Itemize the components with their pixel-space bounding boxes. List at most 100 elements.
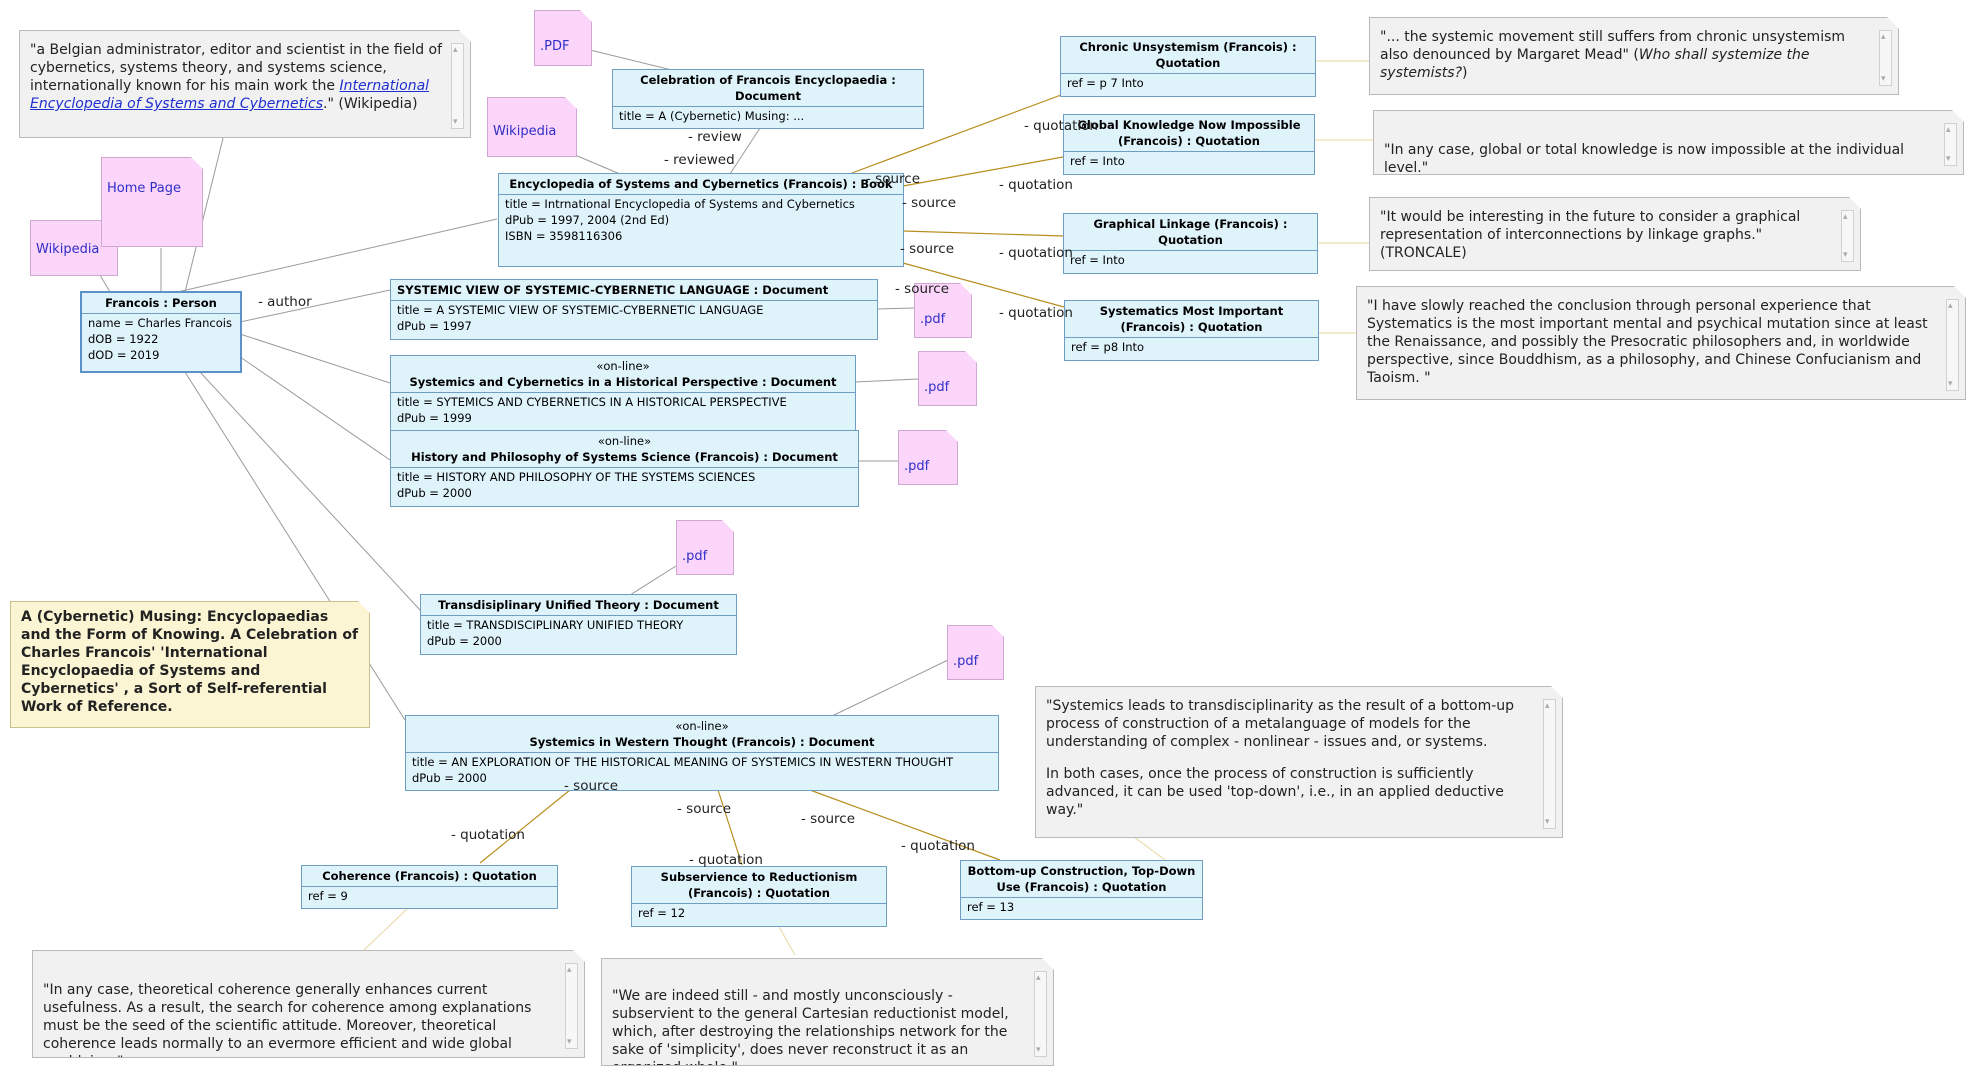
pdf-link-transdisc[interactable]: .pdf (676, 520, 734, 575)
edge-label-reviewed: - reviewed (664, 152, 735, 168)
class-title: Celebration of Francois Encyclopaedia : … (613, 70, 923, 107)
class-title: Transdisiplinary Unified Theory : Docume… (421, 595, 736, 616)
attribute: ref = 9 (308, 889, 348, 903)
edge-western-coherence (479, 789, 571, 864)
edge-person-history-philo (229, 349, 391, 461)
quotation-chronic[interactable]: Chronic Unsystemism (Francois) : Quotati… (1060, 36, 1316, 97)
global-note: "In any case, global or total knowledge … (1373, 110, 1964, 175)
attribute: title = Intrnational Encyclopedia of Sys… (505, 197, 855, 211)
quotation-graphical[interactable]: Graphical Linkage (Francois) : Quotation… (1063, 213, 1318, 274)
note-scrollbar[interactable] (1034, 971, 1047, 1057)
edge-pdf-western (829, 659, 949, 718)
edge-pdf-celebration (589, 49, 681, 73)
subservience-note-text: "We are indeed still - and mostly uncons… (612, 988, 1009, 1058)
edge-label-quotation: - quotation (689, 852, 763, 868)
pdf-link-label: .pdf (924, 380, 950, 395)
edge-label-source: - source (895, 281, 949, 297)
subservience-note: "We are indeed still - and mostly uncons… (601, 958, 1054, 1066)
attribute: dPub = 1997, 2004 (2nd Ed) (505, 213, 670, 227)
edge-label-source: - source (564, 778, 618, 794)
attribute: title = AN EXPLORATION OF THE HISTORICAL… (412, 755, 954, 769)
edge-label-quotation: - quotation (999, 245, 1073, 261)
class-attributes: title = HISTORY AND PHILOSOPHY OF THE SY… (391, 468, 858, 503)
coherence-note: "In any case, theoretical coherence gene… (32, 950, 585, 1058)
quotation-global[interactable]: Global Knowledge Now Impossible (Francoi… (1063, 114, 1315, 175)
global-note-text: "In any case, global or total knowledge … (1384, 142, 1905, 175)
historical-perspective-document[interactable]: «on-line» Systemics and Cybernetics in a … (390, 355, 856, 431)
wikipedia-link-label: Wikipedia (36, 242, 100, 257)
encyclopedia-link[interactable]: International Encyclopedia of Systems an… (30, 78, 430, 112)
quotation-systematics[interactable]: Systematics Most Important (Francois) : … (1064, 300, 1319, 361)
attribute: title = TRANSDISCIPLINARY UNIFIED THEORY (427, 618, 684, 632)
pdf-link-celebration[interactable]: .PDF (534, 10, 592, 66)
note-scrollbar[interactable] (1879, 30, 1892, 86)
note-scrollbar[interactable] (1841, 210, 1854, 262)
class-attributes: ref = 12 (632, 904, 886, 923)
edge-western-bottomup (809, 789, 1001, 861)
edge-label-quotation: - quotation (451, 827, 525, 843)
note-scrollbar[interactable] (1944, 123, 1957, 166)
class-title: Systemics and Cybernetics in a Historica… (409, 375, 837, 389)
class-attributes: ref = p8 Into (1065, 338, 1318, 357)
edge-book-graphical (902, 230, 1064, 237)
note-scrollbar[interactable] (451, 43, 464, 129)
systemic-view-document[interactable]: SYSTEMIC VIEW OF SYSTEMIC-CYBERNETIC LAN… (390, 279, 878, 340)
quotation-subservience[interactable]: Subservience to Reductionism (Francois) … (631, 866, 887, 927)
bottomup-note-para-1: "Systemics leads to transdisciplinarity … (1046, 698, 1515, 750)
quotation-coherence[interactable]: Coherence (Francois) : Quotation ref = 9 (301, 865, 558, 909)
edge-coherence-note (363, 907, 409, 951)
pdf-link-systemic[interactable]: .pdf (914, 283, 972, 338)
edge-label-quotation: - quotation (999, 177, 1073, 193)
note-scrollbar[interactable] (1543, 699, 1556, 829)
stereotype: «on-line» (597, 434, 652, 448)
western-thought-document[interactable]: «on-line» Systemics in Western Thought (F… (405, 715, 999, 791)
class-header: «on-line» Systemics in Western Thought (F… (406, 716, 998, 753)
wikipedia-quote-suffix: ." (Wikipedia) (323, 96, 418, 112)
encyclopedia-book[interactable]: Encyclopedia of Systems and Cybernetics … (498, 173, 904, 267)
class-attributes: title = Intrnational Encyclopedia of Sys… (499, 195, 903, 246)
class-title: Global Knowledge Now Impossible (Francoi… (1064, 115, 1314, 152)
homepage-link-label: Home Page (107, 181, 181, 196)
attribute: ref = Into (1070, 154, 1125, 168)
note-scrollbar[interactable] (1946, 299, 1959, 391)
edge-pdf-systemic (876, 307, 916, 310)
pdf-link-history[interactable]: .pdf (898, 430, 958, 485)
edge-review (729, 127, 761, 175)
class-title: History and Philosophy of Systems Scienc… (411, 450, 838, 464)
class-attributes: title = A SYSTEMIC VIEW OF SYSTEMIC-CYBE… (391, 301, 877, 336)
attribute: title = SYTEMICS AND CYBERNETICS IN A HI… (397, 395, 787, 409)
homepage-link[interactable]: Home Page (101, 157, 203, 247)
edge-subservience-note (777, 924, 796, 956)
wikipedia-link-book[interactable]: Wikipedia (487, 97, 577, 157)
pdf-link-label: .PDF (540, 39, 570, 54)
edge-label-quotation: - quotation (999, 305, 1073, 321)
edge-label-source: - source (801, 811, 855, 827)
celebration-document[interactable]: Celebration of Francois Encyclopaedia : … (612, 69, 924, 129)
stereotype: «on-line» (675, 719, 729, 733)
class-title: SYSTEMIC VIEW OF SYSTEMIC-CYBERNETIC LAN… (391, 280, 877, 301)
pdf-link-label: .pdf (920, 312, 946, 327)
class-title: Francois : Person (82, 293, 240, 314)
stereotype: «on-line» (596, 359, 650, 373)
edge-label-source: - source (900, 241, 954, 257)
edge-person-encyclopedia (159, 218, 498, 297)
class-title: Systemics in Western Thought (Francois) … (529, 735, 875, 749)
pdf-link-western[interactable]: .pdf (947, 625, 1004, 680)
history-philosophy-document[interactable]: «on-line» History and Philosophy of Syste… (390, 430, 859, 507)
note-scrollbar[interactable] (565, 963, 578, 1049)
wikipedia-link-label: Wikipedia (493, 124, 557, 139)
class-title: Encyclopedia of Systems and Cybernetics … (499, 174, 903, 195)
attribute: ref = 12 (638, 906, 686, 920)
attribute: dPub = 2000 (412, 771, 487, 785)
attribute: dPub = 2000 (397, 486, 472, 500)
pdf-link-historical[interactable]: .pdf (918, 351, 977, 406)
transdisciplinary-document[interactable]: Transdisiplinary Unified Theory : Docume… (420, 594, 737, 655)
quotation-bottomup[interactable]: Bottom-up Construction, Top-Down Use (Fr… (960, 860, 1203, 920)
edge-label-source: - source (902, 195, 956, 211)
person-francois[interactable]: Francois : Person name = Charles Francoi… (80, 291, 242, 373)
attribute: ref = Into (1070, 253, 1125, 267)
chronic-note-suffix: ) (1462, 65, 1468, 81)
wikipedia-quote-note: "a Belgian administrator, editor and sci… (19, 30, 471, 138)
